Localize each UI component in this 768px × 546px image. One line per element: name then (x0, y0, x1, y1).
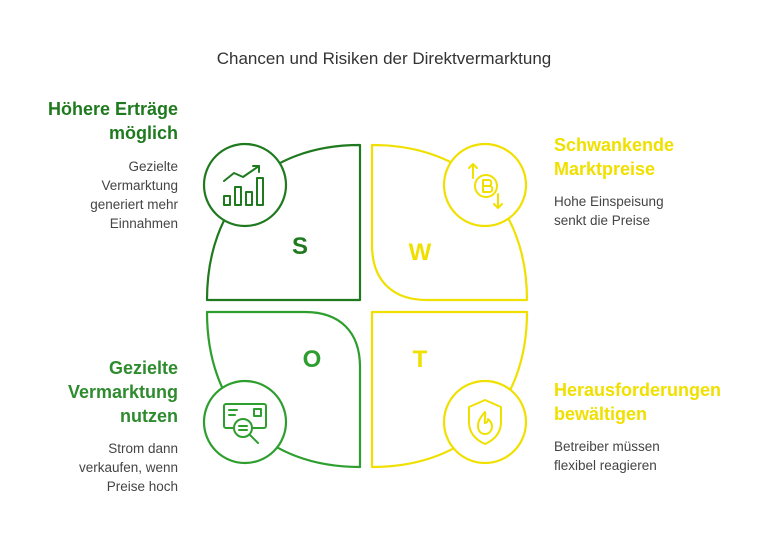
weaknesses-letter: W (409, 239, 432, 266)
weaknesses-petal (370, 143, 529, 302)
document-search-icon (202, 379, 288, 465)
strengths-desc-line: Vermarktung (101, 178, 178, 193)
opportunities-letter: O (303, 346, 322, 373)
bitcoin-exchange-icon (442, 142, 528, 228)
threats-heading: Herausforderungen bewältigen (554, 378, 721, 426)
strengths-desc-line: Einnahmen (109, 216, 178, 231)
opportunities-desc-line: verkaufen, wenn (78, 460, 178, 475)
opportunities-heading-line: nutzen (120, 406, 178, 426)
weaknesses-heading-line: Schwankende (554, 135, 675, 155)
strengths-heading-line: möglich (108, 123, 178, 143)
opportunities-desc-line: Preise hoch (106, 479, 178, 494)
diagram-title: Chancen und Risiken der Direktvermarktun… (216, 49, 552, 68)
opportunities-heading-line: Gezielte (108, 358, 178, 378)
opportunities-petal (205, 310, 362, 469)
opportunities-heading-line: Vermarktung (67, 382, 178, 402)
threats-description: Betreiber müssen flexibel reagieren (554, 437, 660, 475)
threats-desc-line: Betreiber müssen (554, 439, 660, 454)
strengths-description: Gezielte Vermarktung generiert mehr Einn… (90, 157, 178, 233)
weaknesses-description: Hohe Einspeisung senkt die Preise (554, 192, 664, 230)
threats-letter: T (413, 346, 428, 373)
strengths-desc-line: Gezielte (128, 159, 178, 174)
strengths-heading-line: Höhere Erträge (47, 99, 178, 119)
weaknesses-heading-line: Marktpreise (554, 159, 656, 179)
opportunities-description: Strom dann verkaufen, wenn Preise hoch (79, 439, 178, 496)
threats-heading-line: bewältigen (554, 404, 648, 424)
strengths-heading: Höhere Erträge möglich (48, 97, 178, 145)
threats-heading-line: Herausforderungen (554, 380, 722, 400)
weaknesses-desc-line: Hohe Einspeisung (554, 194, 664, 209)
threats-desc-line: flexibel reagieren (554, 458, 657, 473)
strengths-desc-line: generiert mehr (90, 197, 178, 212)
opportunities-heading: Gezielte Vermarktung nutzen (68, 356, 178, 428)
weaknesses-desc-line: senkt die Preise (554, 213, 651, 228)
opportunities-desc-line: Strom dann (108, 441, 178, 456)
strengths-letter: S (292, 233, 308, 260)
shield-fire-icon (442, 379, 528, 465)
bar-chart-trend-icon (202, 142, 288, 228)
weaknesses-heading: Schwankende Marktpreise (554, 133, 674, 181)
